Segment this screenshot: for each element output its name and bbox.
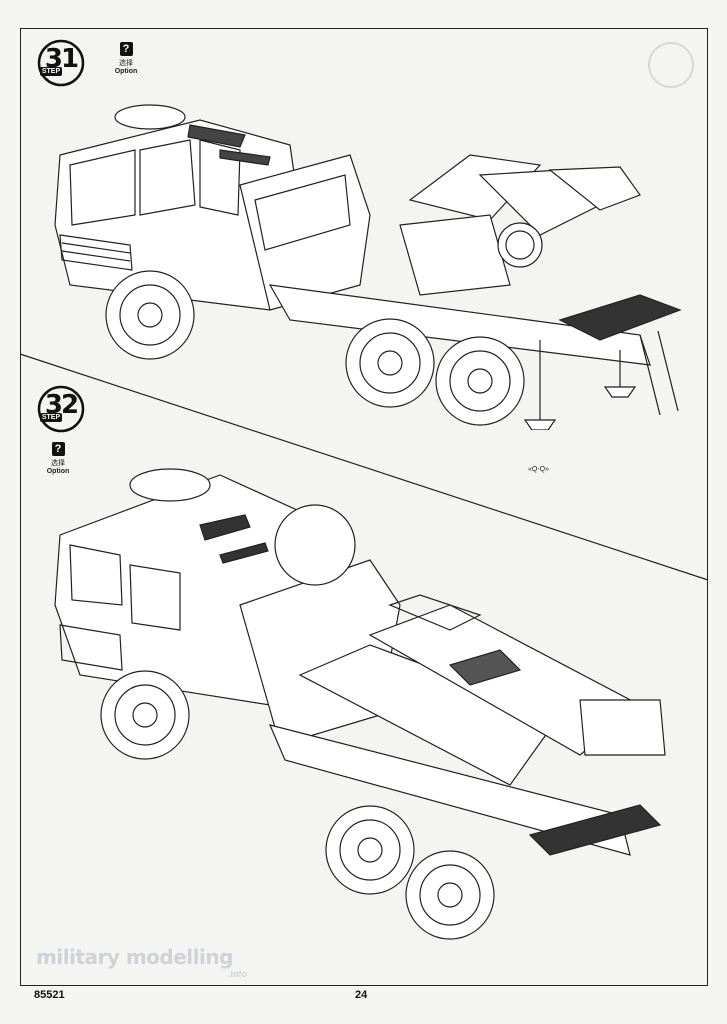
step-label: STEP — [40, 67, 62, 76]
wheel-icon — [105, 270, 195, 360]
wheel-icon — [100, 670, 190, 760]
page-number: 24 — [355, 989, 368, 1001]
step31-truck-rocket-launcher — [54, 104, 682, 430]
callout-label: «Q-Q» — [528, 466, 550, 473]
option-text-cn: 选择 — [51, 459, 65, 467]
option-marker-32: ? 选择 Option — [38, 442, 78, 475]
faint-step-ghost — [648, 42, 694, 88]
page-frame — [20, 28, 708, 986]
question-icon: ? — [51, 442, 65, 456]
step-circle-icon — [37, 39, 85, 87]
step-label: STEP — [40, 413, 62, 422]
wheel-icon — [405, 850, 495, 940]
step-badge-31: 31 STEP — [36, 38, 86, 88]
option-text-cn: 选择 — [119, 59, 133, 67]
option-marker-31: ? 选择 Option — [106, 42, 146, 75]
step-badge-32: 32 STEP — [36, 384, 86, 434]
wheel-icon — [435, 336, 525, 426]
question-icon: ? — [119, 42, 133, 56]
kit-number: 85521 — [34, 989, 65, 1001]
watermark-suffix: .info — [228, 969, 247, 979]
step-circle-icon — [37, 385, 85, 433]
step32-truck-rocket-launcher — [54, 468, 666, 940]
option-text-en: Option — [114, 68, 138, 75]
watermark-text: military modelling — [36, 945, 233, 969]
callout-text: Q-Q — [531, 466, 546, 473]
option-text-en: Option — [46, 468, 70, 475]
wheel-icon — [345, 318, 435, 408]
wheel-icon — [325, 805, 415, 895]
